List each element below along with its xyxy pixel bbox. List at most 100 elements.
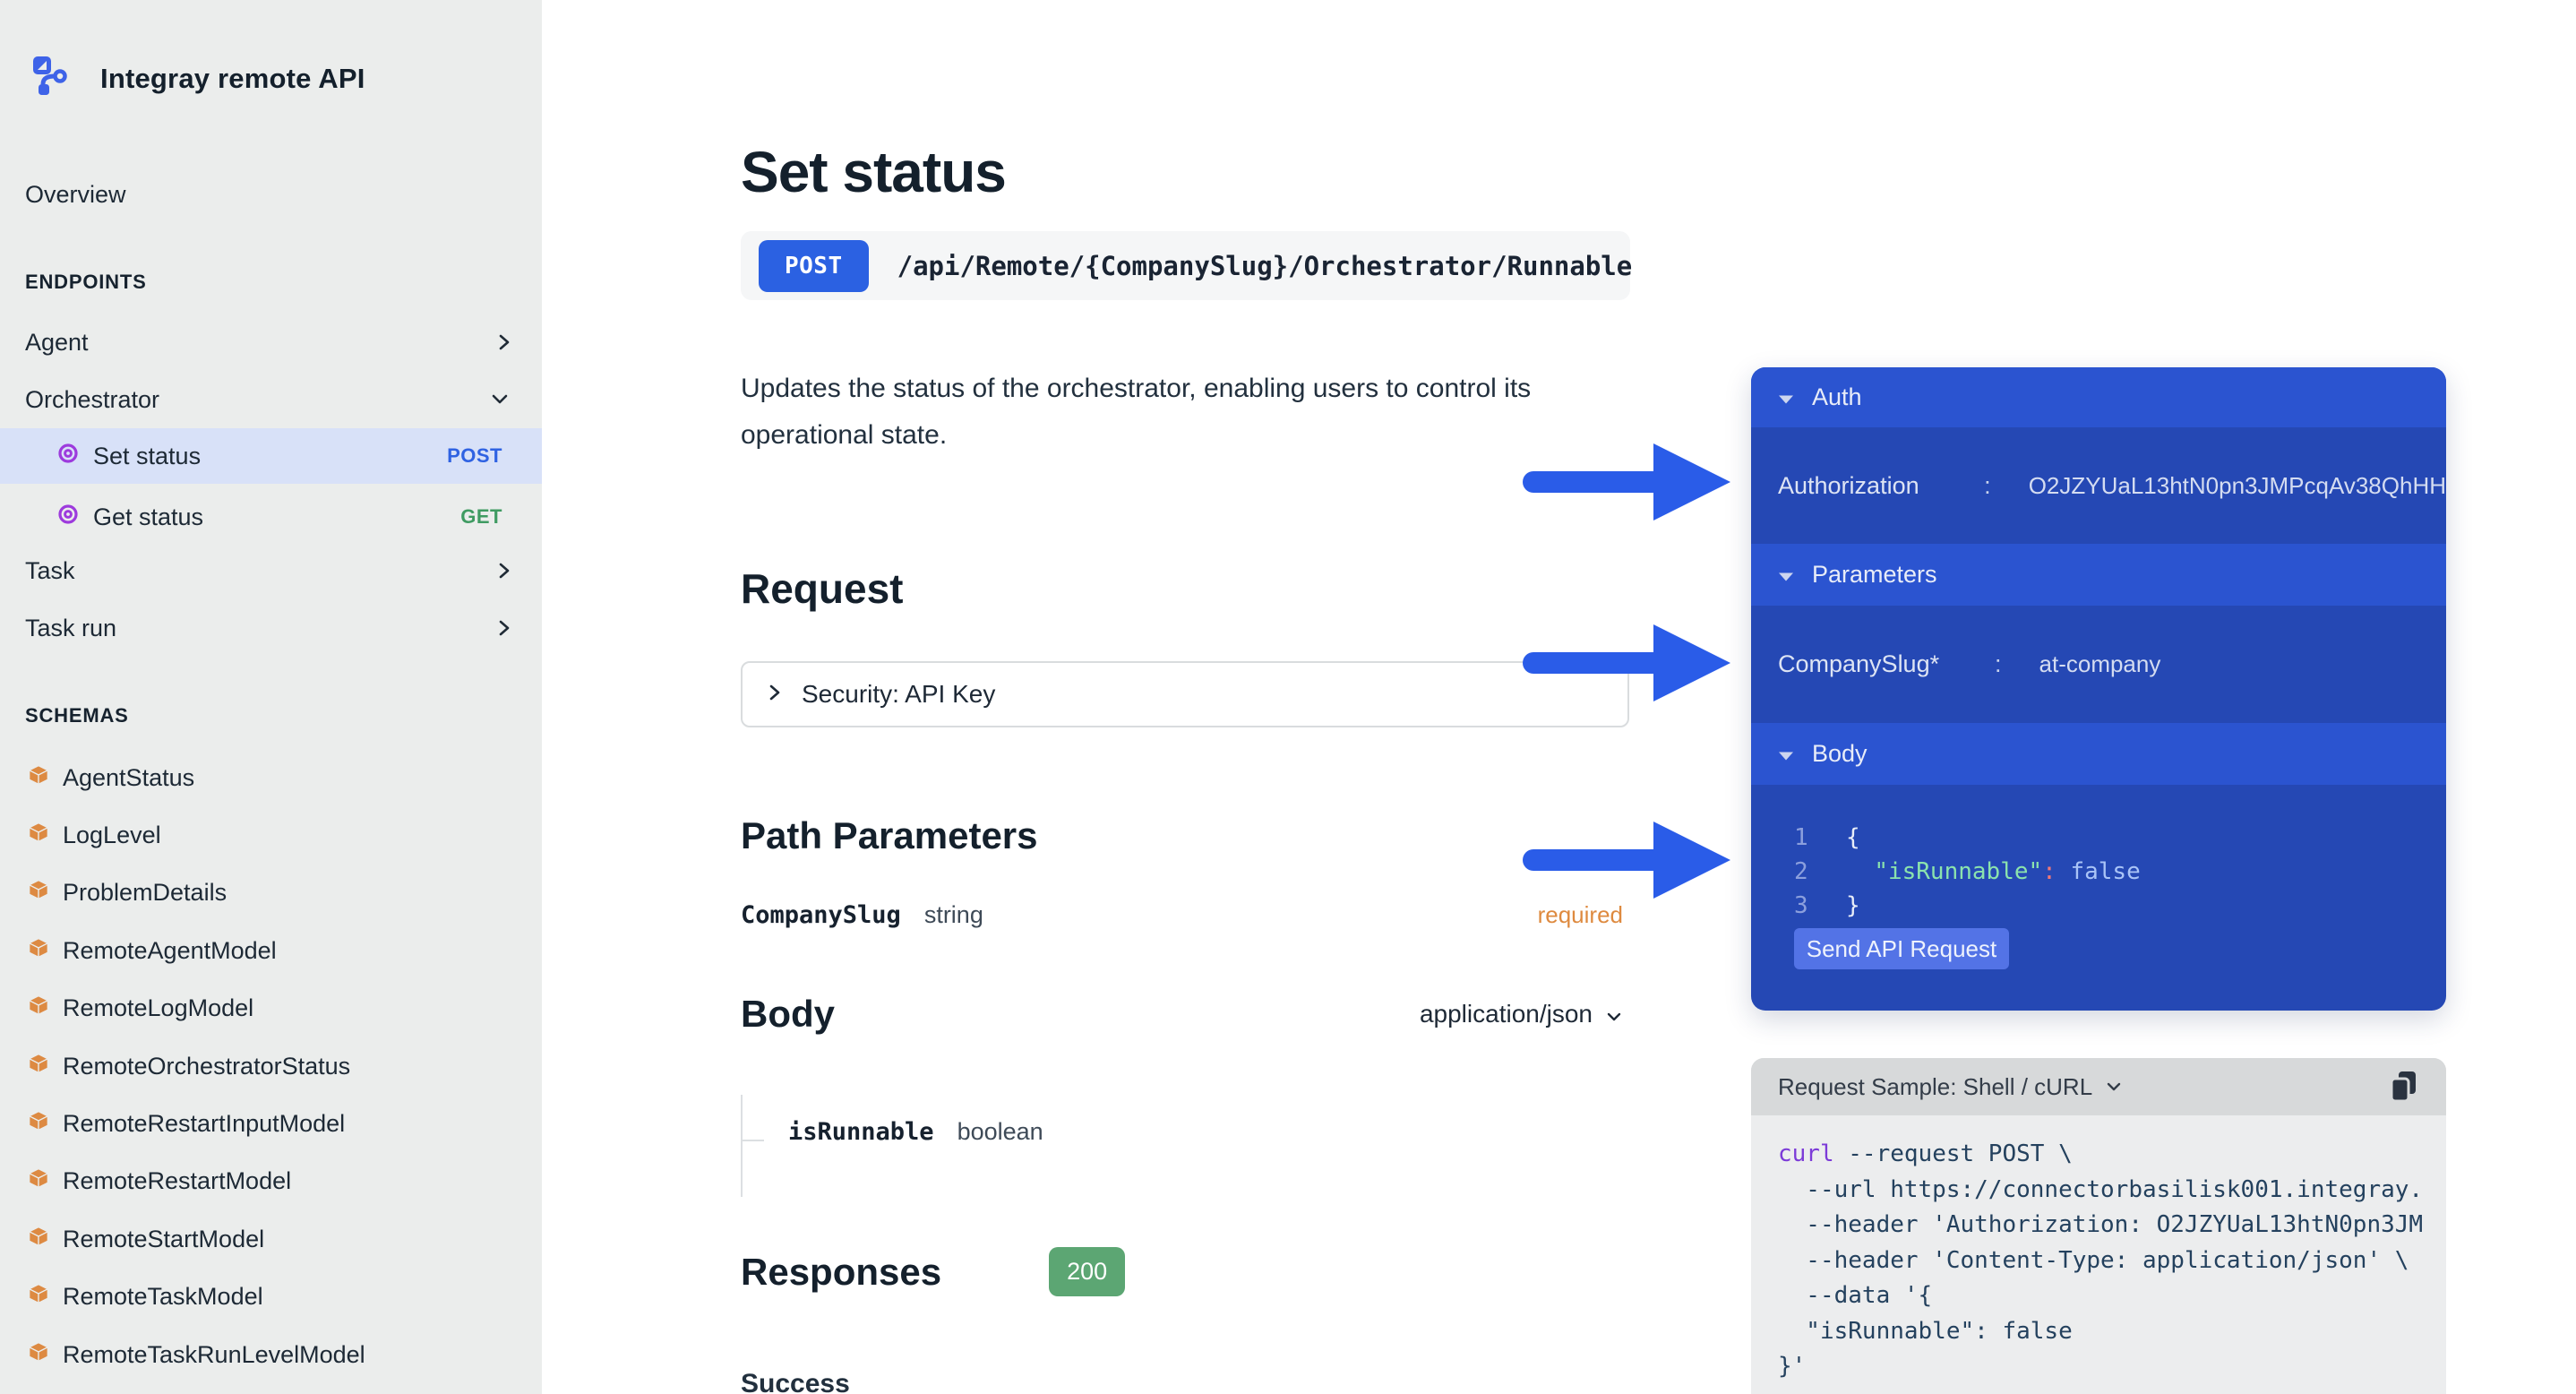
auth-token-value[interactable]: O2JZYUaL13htN0pn3JMPcqAv38QhHH: [2028, 471, 2446, 499]
code-text: --url https://connectorbasilisk001.integ…: [1778, 1175, 2424, 1203]
sidebar-item-schema[interactable]: AgentStatus: [0, 749, 542, 806]
parameters-section-header[interactable]: Parameters: [1751, 544, 2446, 606]
authorization-row[interactable]: Authorization : O2JZYUaL13htN0pn3JMPcqAv…: [1751, 427, 2446, 544]
schema-label: ProblemDetails: [63, 879, 228, 907]
annotation-arrow-parameters: [1523, 624, 1730, 701]
sidebar-item-schema[interactable]: LogLevel: [0, 806, 542, 864]
json-value: false: [2056, 858, 2141, 885]
line-number: 3: [1794, 892, 1808, 919]
sidebar-item-schema[interactable]: RemoteRestartModel: [0, 1153, 542, 1210]
json-editor[interactable]: 1 { 2 "isRunnable": false 3 }: [1794, 821, 2141, 923]
schema-tree-line: [741, 1095, 743, 1197]
content-type-value: application/json: [1419, 1000, 1593, 1028]
schema-label: RemoteRestartInputModel: [63, 1110, 346, 1138]
body-section-label: Body: [1812, 740, 1868, 767]
param-value[interactable]: at-company: [2039, 650, 2161, 677]
task-label: Task: [25, 556, 75, 584]
cube-icon: [27, 763, 50, 793]
integray-logo-icon: [32, 56, 70, 101]
sidebar-group-agent[interactable]: Agent: [0, 317, 542, 367]
line-number: 1: [1794, 824, 1808, 851]
api-client-panel: Auth Authorization : O2JZYUaL13htN0pn3JM…: [1751, 367, 2446, 1011]
cube-icon: [27, 1282, 50, 1312]
code-text: {: [1846, 824, 1860, 851]
code-text: --header 'Content-Type: application/json…: [1778, 1246, 2409, 1274]
sidebar-item-schema[interactable]: RemoteRestartInputModel: [0, 1095, 542, 1152]
status-200-badge: 200: [1049, 1247, 1126, 1296]
sidebar-item-schema[interactable]: RemoteTaskModel: [0, 1269, 542, 1326]
copy-icon[interactable]: [2389, 1070, 2419, 1104]
responses-heading: Responses: [741, 1250, 942, 1293]
sidebar-item-schema[interactable]: RemoteAgentModel: [0, 922, 542, 979]
field-name: isRunnable: [788, 1118, 934, 1146]
sidebar-item-schema[interactable]: RemoteTaskRunLevelModel: [0, 1326, 542, 1383]
body-heading: Body: [741, 993, 835, 1035]
cube-icon: [27, 1052, 50, 1081]
chevron-right-icon: [497, 558, 511, 583]
sidebar-item-schema[interactable]: RemoteLogModel: [0, 980, 542, 1037]
code-text: "isRunnable": false: [1846, 855, 2141, 889]
triangle-down-icon: [1778, 740, 1794, 768]
chevron-right-icon: [497, 615, 511, 641]
agent-label: Agent: [25, 328, 89, 356]
annotation-arrow-body: [1523, 822, 1730, 899]
body-section-header[interactable]: Body: [1751, 723, 2446, 785]
app-title: Integray remote API: [100, 62, 365, 94]
method-badge-get: GET: [460, 505, 502, 528]
method-badge-post: POST: [447, 444, 502, 467]
sidebar-group-task-run[interactable]: Task run: [0, 603, 542, 653]
send-api-request-button[interactable]: Send API Request: [1794, 928, 2009, 969]
get-status-label: Get status: [93, 503, 204, 530]
field-type: boolean: [957, 1118, 1043, 1145]
content-type-select[interactable]: application/json: [1420, 1000, 1623, 1028]
request-sample-panel: Request Sample: Shell / cURL curl --requ…: [1751, 1058, 2446, 1394]
sidebar-item-set-status[interactable]: Set status POST: [0, 428, 542, 484]
sidebar-group-orchestrator[interactable]: Orchestrator: [0, 374, 542, 425]
json-colon: :: [2042, 858, 2057, 885]
code-text: --data '{: [1778, 1282, 1933, 1309]
sidebar-item-get-status[interactable]: Get status GET: [0, 489, 542, 545]
orchestrator-label: Orchestrator: [25, 385, 160, 413]
sidebar-group-task[interactable]: Task: [0, 546, 542, 596]
auth-section-header[interactable]: Auth: [1751, 367, 2446, 427]
chevron-down-icon[interactable]: [2105, 1081, 2123, 1092]
code-line: 3 }: [1794, 889, 2141, 923]
cube-icon: [27, 994, 50, 1023]
chevron-right-icon: [768, 681, 782, 709]
schema-label: RemoteLogModel: [63, 994, 254, 1022]
cube-icon: [27, 1109, 50, 1139]
app-header: Integray remote API: [32, 56, 365, 101]
line-number: 2: [1794, 858, 1808, 885]
parameter-name: CompanySlug: [741, 900, 901, 929]
endpoint-description: Updates the status of the orchestrator, …: [741, 374, 1532, 450]
page-title: Set status: [741, 139, 1007, 204]
request-sample-label[interactable]: Request Sample: Shell / cURL: [1778, 1072, 2093, 1100]
cube-icon: [27, 936, 50, 966]
endpoint-box: POST /api/Remote/{CompanySlug}/Orchestra…: [741, 231, 1632, 300]
schema-list: AgentStatus LogLevel ProblemDetails Remo…: [0, 749, 542, 1383]
company-slug-row[interactable]: CompanySlug* : at-company: [1751, 606, 2446, 723]
body-field-row: isRunnable boolean: [788, 1118, 1043, 1146]
sidebar-item-schema[interactable]: RemoteStartModel: [0, 1210, 542, 1268]
body-editor: 1 { 2 "isRunnable": false 3 } Send API R…: [1751, 785, 2446, 1011]
chevron-right-icon: [497, 330, 511, 355]
parameter-type: string: [923, 900, 983, 928]
code-text: --header 'Authorization: O2JZYUaL13htN0p…: [1778, 1211, 2424, 1238]
sidebar-item-overview[interactable]: Overview: [0, 169, 542, 219]
param-key: CompanySlug*: [1778, 650, 1940, 677]
schema-label: RemoteOrchestratorStatus: [63, 1052, 351, 1080]
code-text: }': [1778, 1353, 1807, 1380]
cube-icon: [27, 821, 50, 850]
security-collapsible[interactable]: Security: API Key: [741, 661, 1629, 727]
endpoints-section-header: ENDPOINTS: [25, 271, 147, 293]
auth-header-name: Authorization: [1778, 471, 1919, 499]
path-parameters-heading: Path Parameters: [741, 813, 1038, 856]
separator: :: [1984, 471, 1991, 499]
schema-label: RemoteAgentModel: [63, 936, 277, 964]
security-label: Security: API Key: [802, 680, 996, 708]
sidebar-item-schema[interactable]: RemoteOrchestratorStatus: [0, 1037, 542, 1095]
schema-label: LogLevel: [63, 822, 161, 849]
sidebar-item-schema[interactable]: ProblemDetails: [0, 865, 542, 922]
sidebar: Integray remote API Overview ENDPOINTS A…: [0, 0, 542, 1394]
